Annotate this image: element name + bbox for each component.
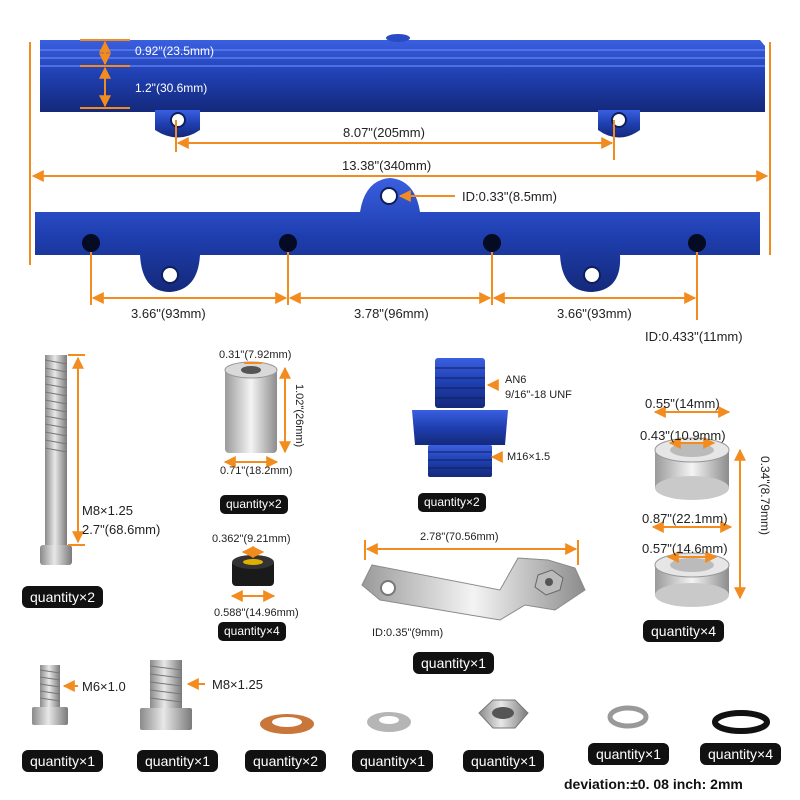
bolt-m8-thread-label: M8×1.25 — [212, 677, 263, 692]
long-bolt — [40, 355, 72, 565]
tolerance-footnote: deviation:±0. 08 inch: 2mm — [564, 776, 743, 792]
bolt-m6-thread-label: M6×1.0 — [82, 679, 126, 694]
grommet-quantity-badge: quantity×4 — [218, 622, 286, 641]
injector-spacing-dimensions — [90, 252, 698, 320]
rail-height-outer-label: 0.92"(23.5mm) — [135, 44, 214, 58]
bolt-m8 — [140, 660, 192, 730]
washer-outer-top-label: 0.55"(14mm) — [645, 396, 720, 411]
copper-washer — [260, 714, 314, 734]
washer-set-quantity-badge: quantity×4 — [643, 620, 724, 642]
fitting-thread-label: M16×1.5 — [507, 451, 551, 463]
spacing-left-label: 3.66"(93mm) — [131, 306, 206, 321]
washer-inner-bottom-label: 0.57"(14.6mm) — [642, 541, 728, 556]
bolt-m8-quantity-badge: quantity×1 — [137, 750, 218, 772]
mounting-bracket — [361, 557, 586, 621]
washer-height-label: 0.34"(8.79mm) — [758, 456, 772, 535]
copper-washer-quantity-badge: quantity×2 — [245, 750, 326, 772]
grommet-bottom-label: 0.588"(14.96mm) — [214, 607, 299, 619]
bracket-quantity-badge: quantity×1 — [413, 652, 494, 674]
washer-outer-bottom-label: 0.87"(22.1mm) — [642, 511, 728, 526]
spacer-quantity-badge: quantity×2 — [220, 495, 288, 514]
spacer-height-label: 1.02"(26mm) — [293, 384, 305, 448]
top-hole-id-label: ID:0.33"(8.5mm) — [462, 189, 557, 204]
fitting-quantity-badge: quantity×2 — [418, 493, 486, 512]
long-bolt-length-label: 2.7"(68.6mm) — [82, 522, 161, 537]
spacer-sleeve — [224, 361, 278, 453]
mount-spacing-label: 8.07"(205mm) — [343, 125, 425, 140]
spacer-dimensions — [223, 362, 291, 468]
an6-fitting — [412, 358, 508, 477]
rail-height-inner-label: 1.2"(30.6mm) — [135, 81, 208, 95]
overall-length-dimension — [29, 42, 771, 265]
fuel-rail-front-view — [35, 178, 760, 292]
long-bolt-quantity-badge: quantity×2 — [22, 586, 103, 608]
bracket-dimension — [364, 540, 579, 565]
o-ring-quantity-badge: quantity×4 — [700, 743, 781, 765]
injector-id-label: ID:0.433"(11mm) — [645, 329, 743, 344]
long-bolt-dimension — [68, 354, 85, 546]
grommet-dimensions — [230, 546, 276, 602]
fuel-rail-side-view — [40, 34, 765, 138]
washer-inner-top-label: 0.43"(10.9mm) — [640, 428, 726, 443]
spacing-mid-label: 3.78"(96mm) — [354, 306, 429, 321]
flat-washer-quantity-badge: quantity×1 — [352, 750, 433, 772]
rail-height-dimensions — [80, 39, 130, 109]
spacer-bottom-label: 0.71"(18.2mm) — [220, 465, 293, 477]
mount-spacing-dimension — [175, 120, 615, 160]
spacing-right-label: 3.66"(93mm) — [557, 306, 632, 321]
flat-washer — [367, 712, 411, 732]
spacer-top-label: 0.31"(7.92mm) — [219, 349, 292, 361]
grommet-top-label: 0.362"(9.21mm) — [212, 533, 291, 545]
overall-length-label: 13.38"(340mm) — [342, 158, 432, 173]
bracket-hole-label: ID:0.35"(9mm) — [372, 627, 444, 639]
bolt-m6 — [32, 665, 68, 725]
fitting-an-label: AN6 — [505, 374, 527, 386]
bolt-m6-quantity-badge: quantity×1 — [22, 750, 103, 772]
lock-washer-quantity-badge: quantity×1 — [588, 743, 669, 765]
washer-set-dimensions — [651, 406, 746, 600]
bracket-length-label: 2.78"(70.56mm) — [420, 531, 499, 543]
hex-nut-quantity-badge: quantity×1 — [463, 750, 544, 772]
hex-nut — [478, 699, 529, 729]
rubber-grommet — [232, 555, 274, 586]
long-bolt-thread-label: M8×1.25 — [82, 503, 133, 518]
o-ring — [712, 710, 770, 734]
fitting-unf-label: 9/16"-18 UNF — [505, 389, 572, 401]
lock-washer — [607, 705, 649, 729]
